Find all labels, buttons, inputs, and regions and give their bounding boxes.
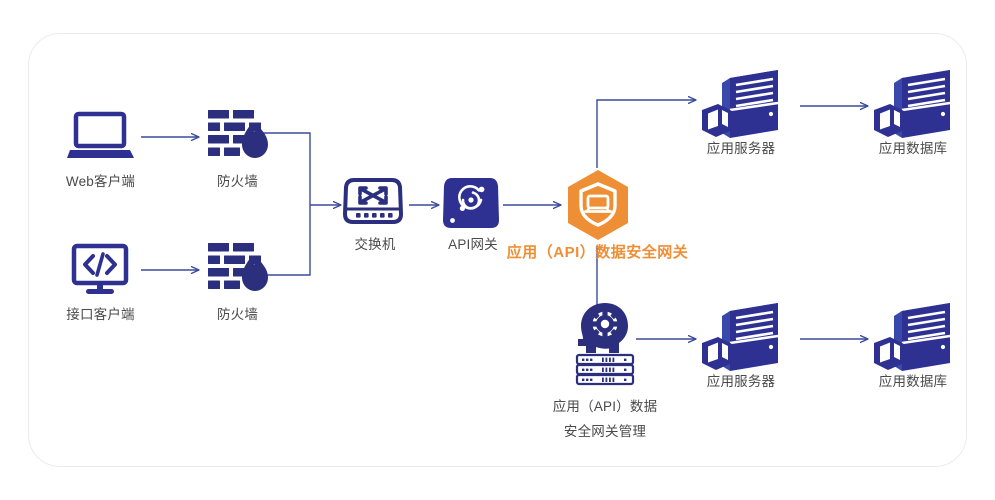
switch-icon <box>342 178 404 224</box>
label-app-server-top: 应用服务器 <box>706 141 776 156</box>
ai-head-rack-icon <box>575 303 635 386</box>
server-tower-icon <box>702 70 779 138</box>
firewall-icon <box>208 110 268 158</box>
label-security-gateway: 应用（API）数据安全网关 <box>506 244 689 261</box>
node-api-client[interactable] <box>68 243 134 295</box>
node-switch[interactable] <box>342 178 404 232</box>
node-app-db-top[interactable] <box>872 70 954 142</box>
node-app-server-top[interactable] <box>700 70 782 142</box>
node-gateway-manager[interactable] <box>572 303 638 386</box>
label-firewall-bottom: 防火墙 <box>216 307 259 322</box>
code-monitor-icon <box>71 243 129 294</box>
node-app-server-bottom[interactable] <box>700 303 782 375</box>
label-gateway-manager-line2: 安全网关管理 <box>563 424 647 439</box>
label-app-server-bottom: 应用服务器 <box>706 374 776 389</box>
node-firewall-top[interactable] <box>208 108 268 166</box>
label-firewall-top: 防火墙 <box>216 174 259 189</box>
node-security-gateway[interactable] <box>565 169 631 243</box>
server-tower-icon <box>702 303 779 371</box>
firewall-icon <box>208 243 268 291</box>
node-api-gateway[interactable] <box>443 178 499 232</box>
label-gateway-manager-line1: 应用（API）数据 <box>552 399 658 414</box>
api-gateway-icon <box>443 178 499 228</box>
label-app-db-top: 应用数据库 <box>878 141 948 156</box>
label-api-client: 接口客户端 <box>66 307 135 322</box>
node-firewall-bottom[interactable] <box>208 241 268 299</box>
label-web-client: Web客户端 <box>65 174 136 189</box>
label-app-db-bottom: 应用数据库 <box>878 374 948 389</box>
laptop-icon <box>67 111 134 158</box>
node-app-db-bottom[interactable] <box>872 303 954 375</box>
node-web-client[interactable] <box>67 111 134 160</box>
server-tower-icon <box>874 303 951 371</box>
shield-hexagon-icon <box>568 170 628 240</box>
label-switch: 交换机 <box>354 237 396 252</box>
label-api-gateway: API网关 <box>448 237 498 252</box>
server-tower-icon <box>874 70 951 138</box>
